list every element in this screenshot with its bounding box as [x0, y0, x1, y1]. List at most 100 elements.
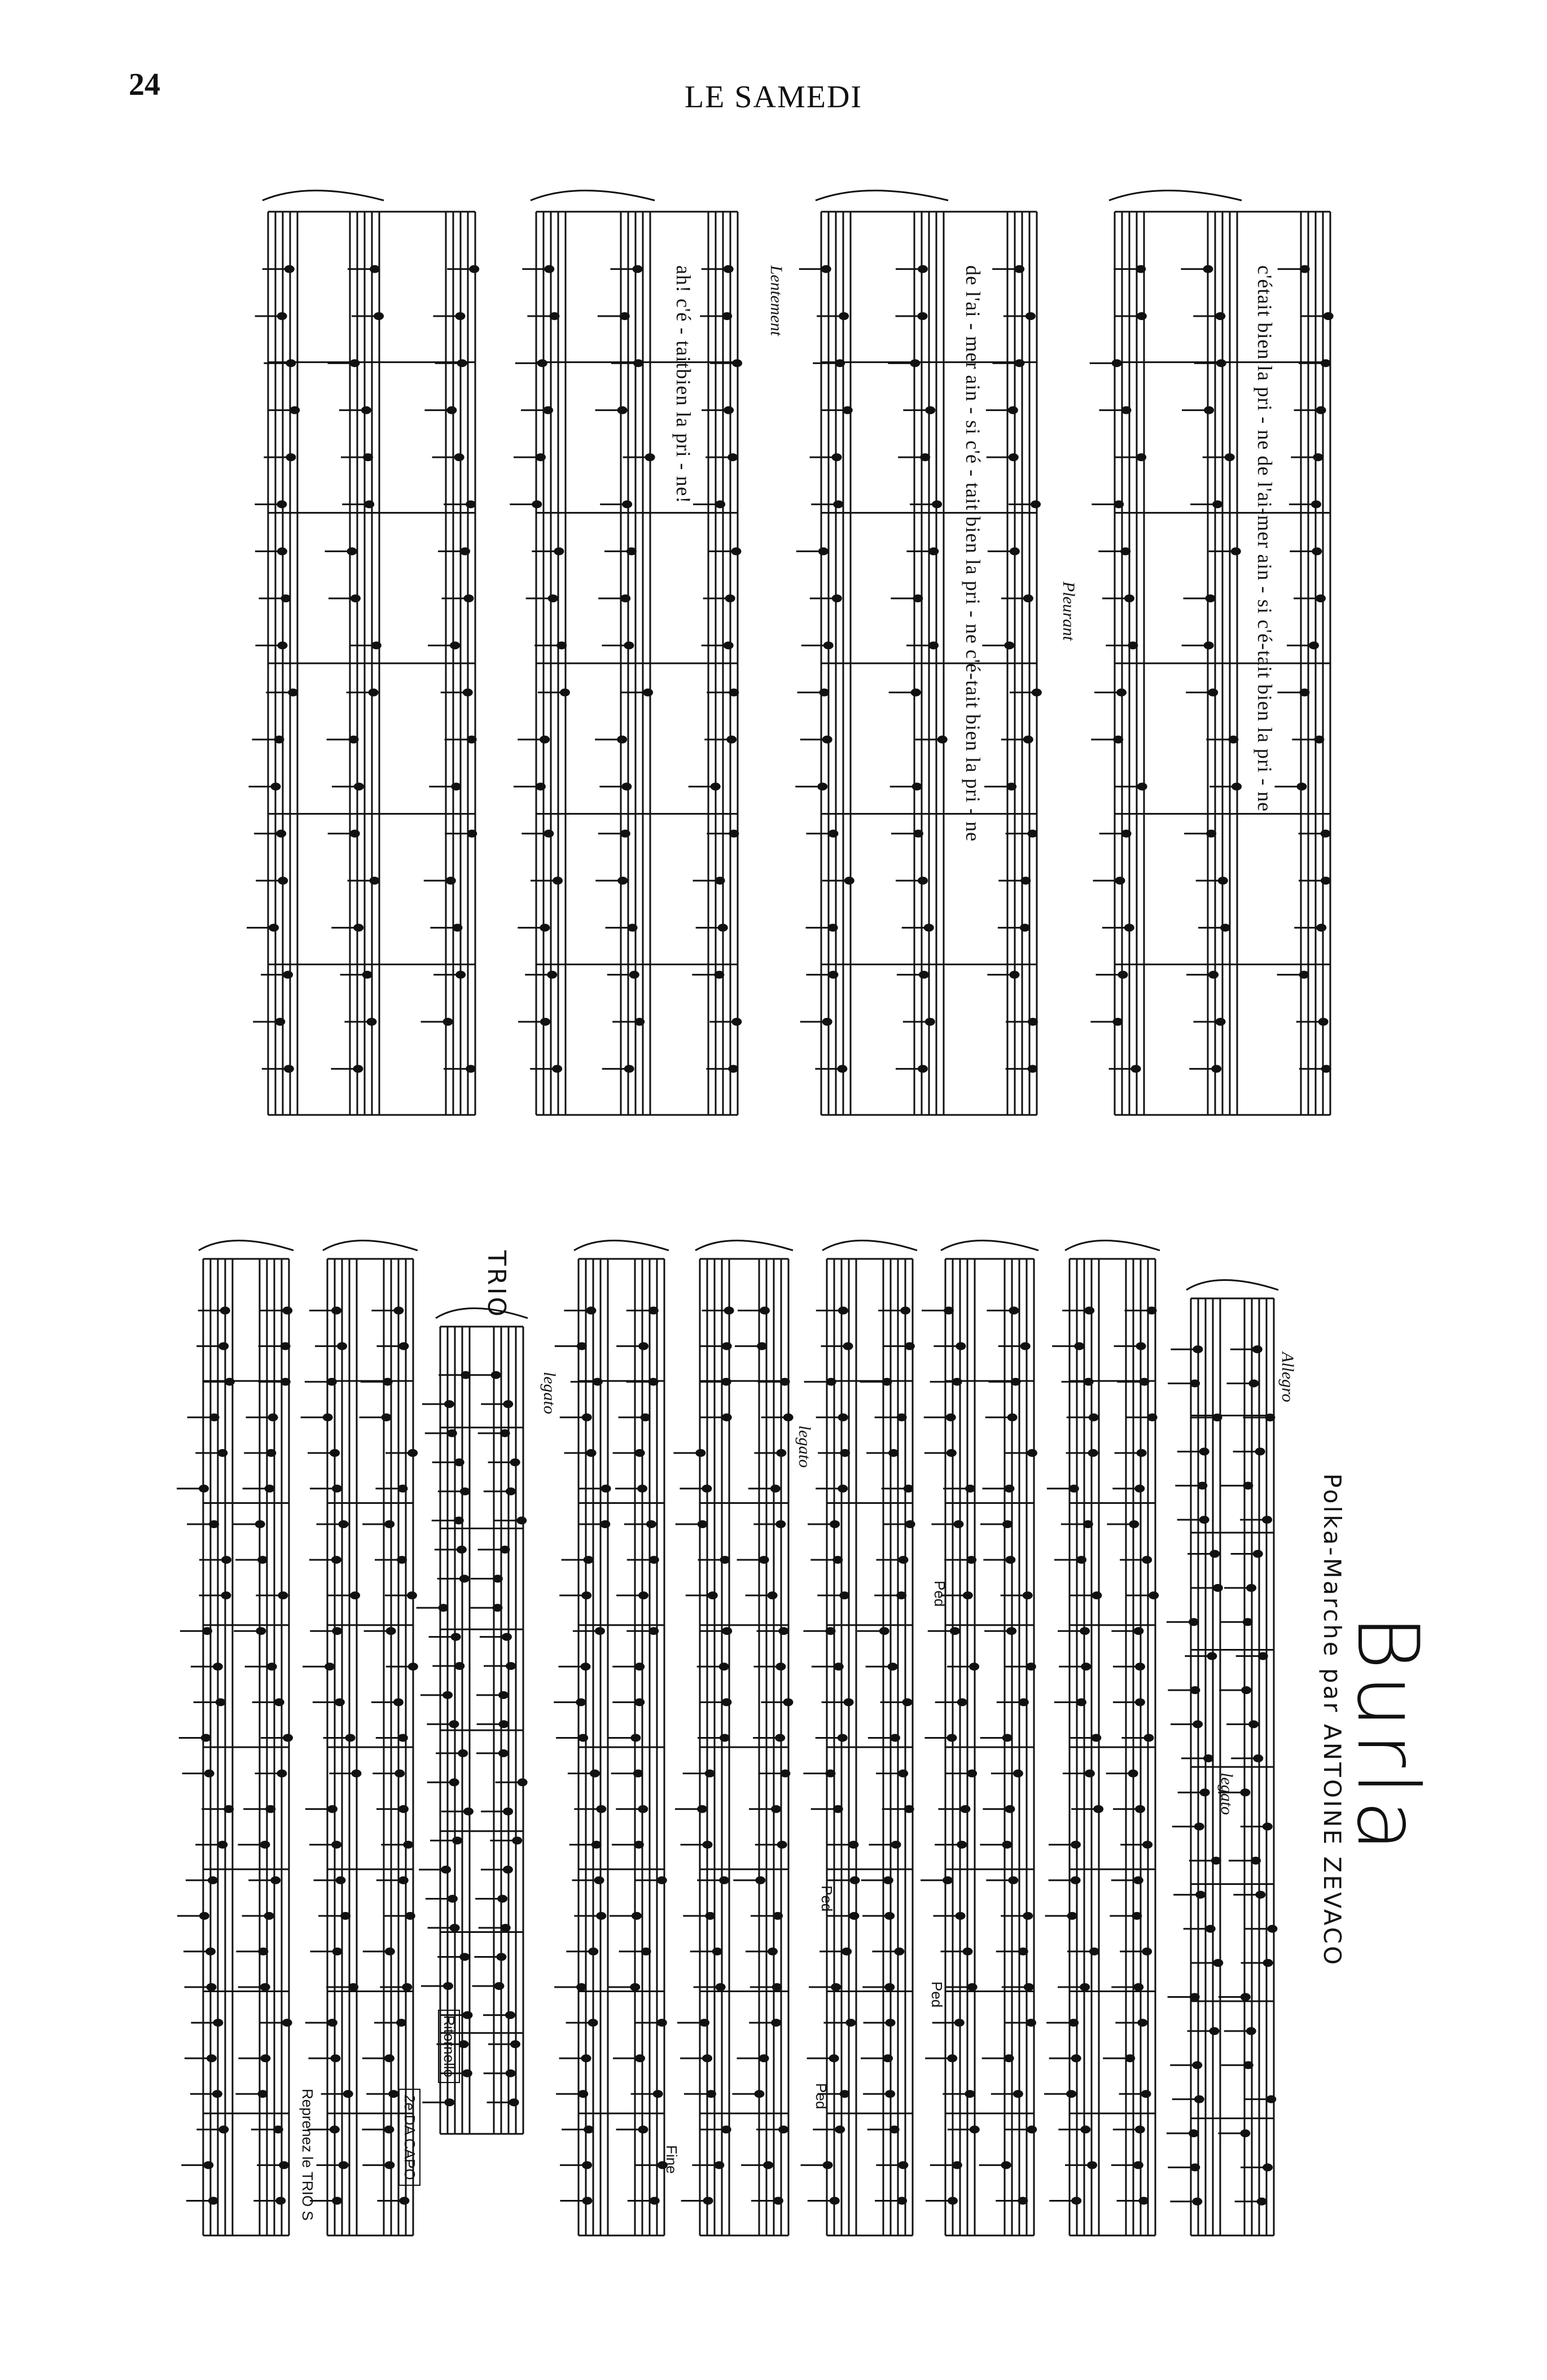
notehead	[290, 406, 300, 414]
notehead	[952, 1377, 962, 1386]
notehead	[1207, 1652, 1217, 1660]
notehead	[462, 688, 473, 697]
notehead	[634, 1663, 645, 1671]
notehead	[1316, 594, 1326, 602]
notehead	[634, 1018, 645, 1026]
notehead	[633, 359, 643, 368]
notehead	[265, 1805, 276, 1813]
notehead	[731, 1018, 742, 1026]
notehead	[385, 1627, 396, 1635]
tempo-lentement: Lentement	[767, 265, 786, 336]
notehead	[353, 1065, 363, 1073]
brace	[573, 1240, 669, 1252]
notehead	[1224, 453, 1235, 461]
notehead	[1189, 1993, 1200, 2001]
notehead	[543, 406, 554, 414]
notehead	[397, 1484, 408, 1493]
notehead	[257, 2090, 268, 2098]
notehead	[583, 1556, 594, 1564]
notehead	[405, 1911, 415, 1920]
notehead	[277, 641, 288, 650]
notehead	[1027, 2125, 1037, 2134]
notehead	[499, 1546, 510, 1554]
notehead	[1320, 829, 1331, 838]
notehead	[335, 1876, 346, 1884]
notehead	[1143, 1734, 1154, 1742]
notehead	[884, 1911, 895, 1920]
notehead	[817, 782, 828, 791]
notehead	[1074, 1342, 1085, 1350]
notehead	[535, 453, 546, 461]
notehead	[826, 1377, 836, 1386]
notehead	[362, 970, 372, 979]
notehead	[1023, 1983, 1034, 1991]
notehead	[756, 1342, 767, 1350]
notehead	[721, 1377, 731, 1386]
notehead	[576, 1342, 587, 1350]
notehead	[270, 782, 281, 791]
notehead	[1240, 2129, 1251, 2138]
notehead	[1252, 1550, 1263, 1558]
notehead	[928, 547, 939, 555]
notehead	[278, 877, 288, 885]
notehead	[648, 1306, 659, 1315]
notehead	[949, 1627, 960, 1635]
notehead	[1067, 1911, 1077, 1920]
notehead	[1084, 1306, 1095, 1315]
notehead	[1203, 1754, 1214, 1762]
notehead	[326, 1377, 337, 1386]
notehead	[332, 2197, 343, 2205]
notehead	[1220, 924, 1231, 932]
notehead	[827, 924, 838, 932]
notehead	[969, 1663, 980, 1671]
notehead	[925, 406, 936, 414]
notehead	[467, 829, 477, 838]
notehead	[779, 1377, 790, 1386]
notehead	[722, 312, 733, 320]
notehead	[581, 1413, 592, 1421]
notehead	[1232, 782, 1242, 791]
notehead	[559, 688, 570, 697]
notehead	[1121, 829, 1132, 838]
notehead	[1088, 1413, 1099, 1421]
notehead	[722, 1627, 733, 1635]
notehead	[630, 1983, 641, 1991]
notehead	[461, 1371, 471, 1379]
notehead	[638, 1342, 649, 1350]
notehead	[282, 1306, 293, 1315]
notehead	[1216, 359, 1226, 368]
notehead	[1002, 1520, 1013, 1528]
notehead	[500, 1924, 511, 1932]
notehead	[1255, 1891, 1266, 1899]
notehead	[1133, 2161, 1143, 2169]
notehead	[1019, 924, 1030, 932]
notehead	[627, 924, 638, 932]
notehead	[456, 1546, 467, 1554]
notehead	[724, 1306, 734, 1315]
notehead	[904, 1342, 915, 1350]
notehead	[343, 2090, 353, 2098]
notehead	[1130, 1065, 1141, 1073]
brace	[940, 1240, 1039, 1252]
notehead	[902, 1698, 913, 1707]
notehead	[596, 1805, 607, 1813]
notehead	[580, 1663, 591, 1671]
notehead	[206, 2054, 217, 2063]
notehead	[1316, 406, 1326, 414]
notehead	[1023, 736, 1033, 743]
notehead	[547, 594, 558, 602]
notehead	[640, 1413, 651, 1421]
notehead	[829, 2054, 839, 2063]
notehead	[1020, 1342, 1031, 1350]
notehead	[947, 2197, 958, 2205]
notehead	[1138, 2197, 1149, 2205]
tempo-allegro: Allegro	[1278, 1352, 1297, 1402]
notehead	[454, 1458, 464, 1467]
notehead	[1204, 406, 1215, 414]
notehead	[843, 1342, 853, 1350]
notehead	[699, 2019, 709, 2027]
notehead	[1213, 1959, 1224, 1967]
notehead	[705, 1911, 716, 1920]
notehead	[532, 500, 542, 509]
notehead	[712, 1947, 722, 1955]
